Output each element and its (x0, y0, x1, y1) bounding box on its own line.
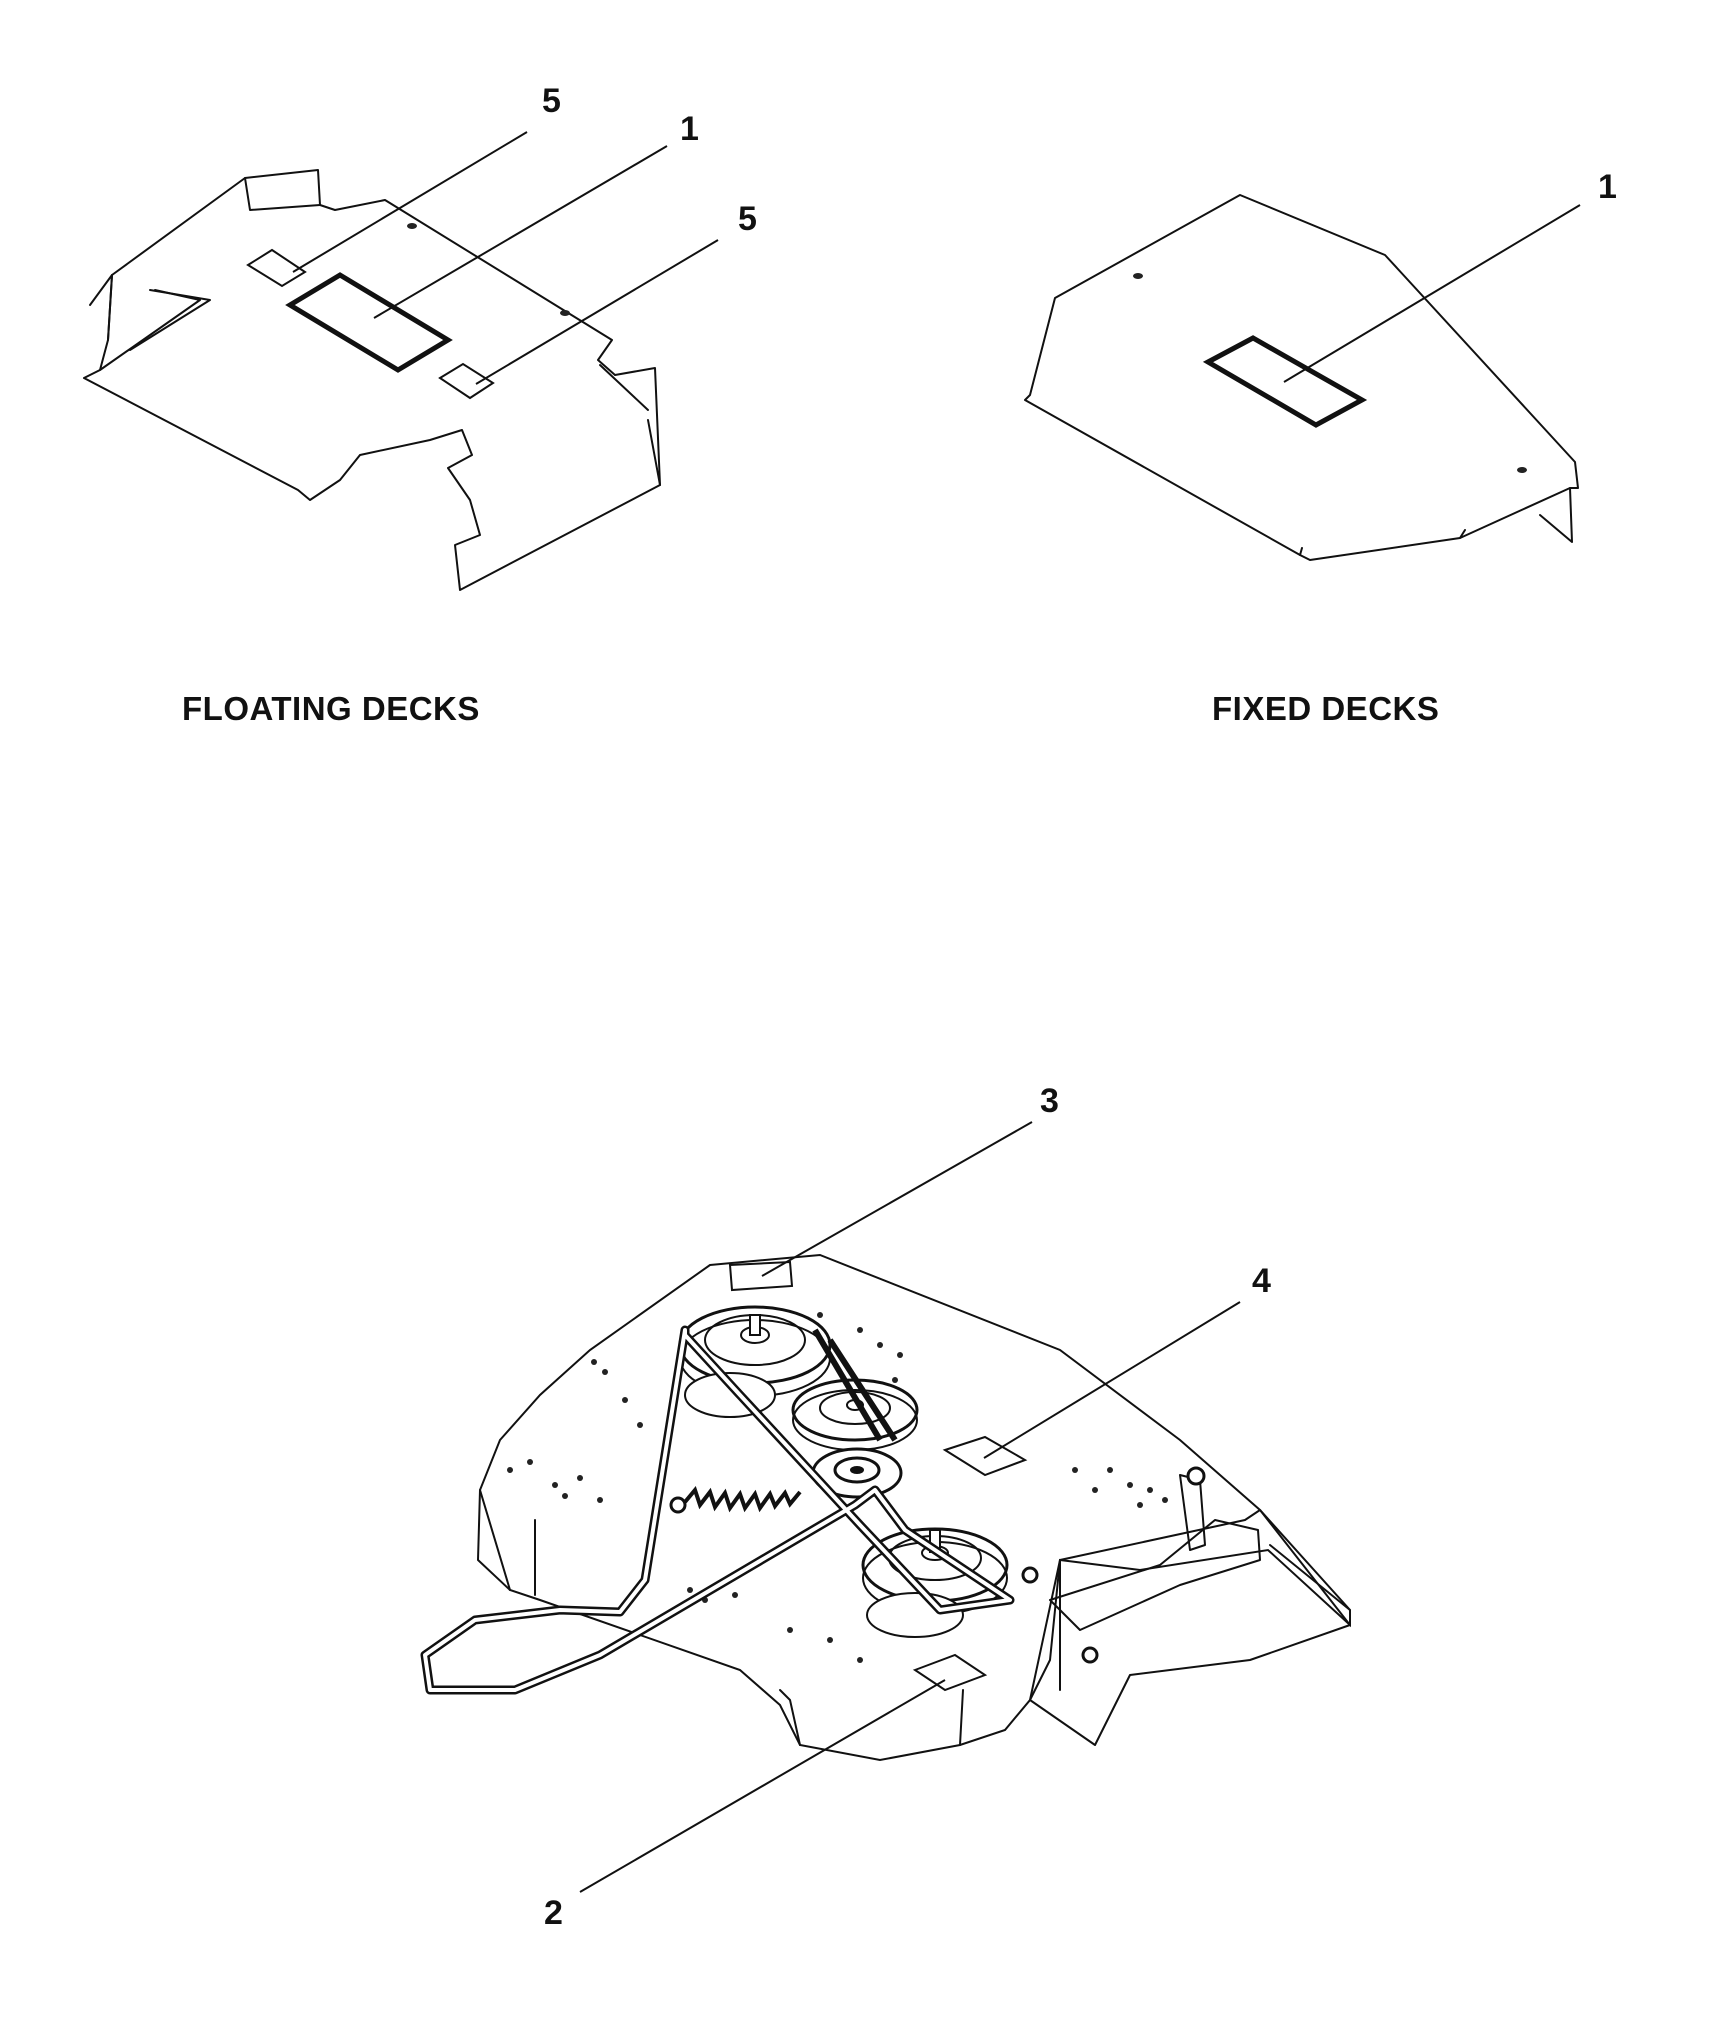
decal-1-floating (285, 272, 453, 373)
callout-4-deck: 4 (1252, 1262, 1271, 1300)
callout-1-floating: 1 (680, 110, 699, 148)
callout-5-floating-right: 5 (738, 200, 757, 238)
callout-1-fixed: 1 (1598, 168, 1617, 206)
mower-deck-assembly: 3 4 2 (420, 1082, 1351, 1932)
mount-hole (1517, 467, 1527, 473)
fixed-deck-cover: 1 (1024, 168, 1617, 561)
mount-hole (407, 223, 417, 229)
decal-5-floating-right (438, 362, 495, 400)
fixed-decks-title: FIXED DECKS (1212, 690, 1440, 727)
idler-spring (683, 1485, 802, 1513)
drive-belt (420, 1325, 1015, 1695)
callout-5-floating-left: 5 (542, 82, 561, 120)
decal-2-deck-front (912, 1653, 988, 1692)
decal-4-deck-right (942, 1435, 1028, 1477)
callout-3-deck: 3 (1040, 1082, 1059, 1120)
callout-2-deck: 2 (544, 1894, 563, 1932)
decal-5-floating-left (246, 248, 307, 288)
mount-hole (1133, 273, 1143, 279)
idler-pulley-small (811, 1447, 903, 1499)
deck-holes (507, 1312, 1168, 1663)
mount-hole (560, 310, 570, 316)
floating-decks-title: FLOATING DECKS (182, 690, 480, 727)
floating-deck-cover: 5 1 5 (83, 82, 757, 591)
decal-3-deck-rear (728, 1260, 794, 1292)
